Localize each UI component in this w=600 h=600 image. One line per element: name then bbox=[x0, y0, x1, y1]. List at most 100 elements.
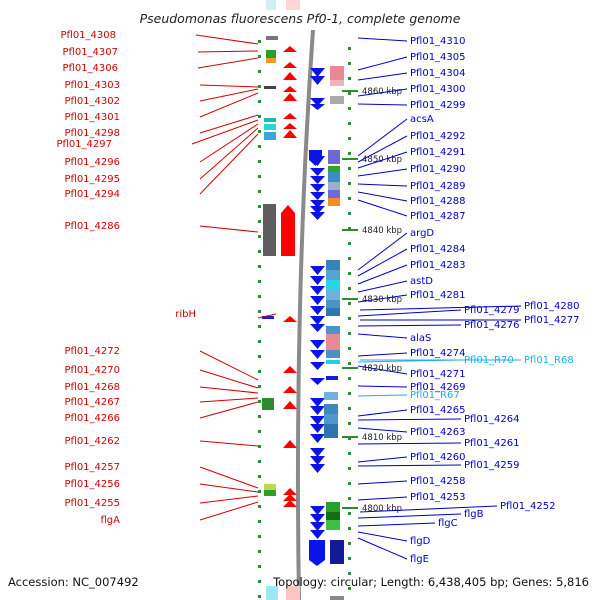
gene-label-left: Pfl01_4296 bbox=[64, 157, 120, 168]
gene-label-left: Pfl01_4255 bbox=[64, 498, 120, 509]
leader-line-left bbox=[199, 84, 259, 88]
leader-line-right bbox=[357, 248, 408, 277]
gene-label-left: Pfl01_4257 bbox=[64, 462, 120, 473]
feature-box bbox=[266, 50, 276, 58]
feature-box bbox=[326, 326, 340, 334]
gene-label-right: Pfl01_4260 bbox=[410, 452, 466, 463]
gene-label-left: ribH bbox=[175, 309, 196, 320]
reverse-gene-arrow bbox=[310, 276, 325, 285]
leader-line-right bbox=[357, 294, 408, 303]
reverse-gene-arrow bbox=[310, 506, 325, 515]
forward-gene-arrow bbox=[283, 113, 297, 119]
leader-line-right bbox=[357, 537, 408, 560]
gene-label-right: Pfl01_4271 bbox=[410, 369, 466, 380]
gene-label-left: Pfl01_4262 bbox=[64, 436, 120, 447]
reverse-gene-arrow bbox=[310, 316, 325, 325]
outer-track-dot bbox=[348, 197, 351, 200]
feature-box bbox=[324, 414, 338, 424]
leader-line-right bbox=[357, 309, 462, 317]
leader-line-left bbox=[195, 34, 259, 45]
outer-track-dot bbox=[348, 377, 351, 380]
gene-label-right: Pfl01_R70 bbox=[464, 355, 514, 366]
reverse-gene-arrow bbox=[310, 406, 325, 415]
leader-line-left bbox=[199, 501, 259, 521]
gene-label-left: Pfl01_4294 bbox=[64, 189, 120, 200]
inner-track-dot bbox=[258, 130, 261, 133]
inner-track-dot bbox=[258, 115, 261, 118]
gene-label-right: Pfl01_4253 bbox=[410, 492, 466, 503]
reverse-gene-arrow bbox=[310, 296, 325, 305]
feature-box bbox=[330, 540, 344, 564]
feature-box bbox=[330, 96, 344, 104]
feature-box bbox=[264, 132, 276, 140]
leader-line-right bbox=[357, 456, 408, 463]
gene-label-layer: Pfl01_4308Pfl01_4307Pfl01_4306Pfl01_4303… bbox=[56, 30, 579, 565]
leader-line-right bbox=[357, 418, 462, 421]
leader-line-left bbox=[199, 92, 259, 118]
gene-label-right: Pfl01_4281 bbox=[410, 290, 466, 301]
leader-line-left bbox=[197, 57, 259, 69]
leader-line-left bbox=[199, 123, 259, 163]
forward-gene-arrow bbox=[283, 86, 297, 92]
gene-label-right: Pfl01_4310 bbox=[410, 36, 466, 47]
leader-line-left bbox=[199, 225, 259, 233]
gene-label-right: Pfl01_4259 bbox=[464, 460, 520, 471]
gene-label-right: Pfl01_4287 bbox=[410, 211, 466, 222]
gene-label-right: Pfl01_R68 bbox=[524, 355, 574, 366]
backbone-layer bbox=[258, 0, 351, 600]
inner-track-dot bbox=[258, 310, 261, 313]
leader-line-left bbox=[199, 440, 259, 447]
leader-line-right bbox=[357, 199, 408, 217]
gene-label-right: flgC bbox=[438, 518, 458, 529]
reverse-gene-arrow bbox=[310, 398, 325, 407]
outer-track-dot bbox=[348, 512, 351, 515]
forward-gene-arrow bbox=[283, 72, 297, 80]
forward-gene-arrow bbox=[283, 316, 297, 322]
gene-label-left: Pfl01_4267 bbox=[64, 397, 120, 408]
leader-line-left bbox=[199, 495, 259, 504]
feature-box bbox=[328, 166, 340, 172]
gene-label-right: Pfl01_4288 bbox=[410, 196, 466, 207]
feature-clipped bbox=[286, 0, 300, 10]
outer-track-dot bbox=[348, 482, 351, 485]
leader-line-right bbox=[357, 118, 408, 157]
gene-label-right: alaS bbox=[410, 333, 431, 344]
inner-track-dot bbox=[258, 235, 261, 238]
feature-layer bbox=[262, 36, 344, 600]
reverse-gene-arrow bbox=[310, 306, 325, 315]
inner-track-dot bbox=[258, 295, 261, 298]
leader-line-right bbox=[357, 385, 408, 388]
feature-box bbox=[330, 66, 344, 80]
outer-track-dot bbox=[348, 182, 351, 185]
reverse-gene-arrow bbox=[310, 530, 325, 539]
gene-label-right: flgB bbox=[464, 509, 484, 520]
reverse-gene-arrow bbox=[310, 76, 325, 85]
outer-track-dot bbox=[348, 332, 351, 335]
feature-box bbox=[324, 392, 338, 400]
outer-track-dot bbox=[348, 497, 351, 500]
inner-track-dot bbox=[258, 280, 261, 283]
leader-line-right bbox=[357, 183, 408, 187]
forward-gene-arrow bbox=[283, 62, 297, 68]
inner-track-dot bbox=[258, 565, 261, 568]
outer-track-dot bbox=[348, 317, 351, 320]
feature-box bbox=[326, 512, 340, 520]
feature-box bbox=[264, 124, 276, 130]
inner-track-dot bbox=[258, 475, 261, 478]
feature-box bbox=[326, 520, 340, 530]
reverse-gene-arrow bbox=[310, 448, 325, 457]
reverse-gene-arrow bbox=[310, 416, 325, 425]
feature-box bbox=[324, 424, 338, 438]
reverse-gene-arrow bbox=[310, 424, 325, 433]
reverse-gene-arrow bbox=[310, 340, 325, 349]
leader-line-right bbox=[357, 135, 408, 163]
outer-track-dot bbox=[348, 287, 351, 290]
reverse-gene-block bbox=[309, 150, 322, 166]
inner-track-dot bbox=[258, 70, 261, 73]
reverse-gene-arrow bbox=[310, 266, 325, 275]
outer-track-dot bbox=[348, 107, 351, 110]
inner-track-dot bbox=[258, 430, 261, 433]
gene-label-right: Pfl01_R67 bbox=[410, 390, 460, 401]
